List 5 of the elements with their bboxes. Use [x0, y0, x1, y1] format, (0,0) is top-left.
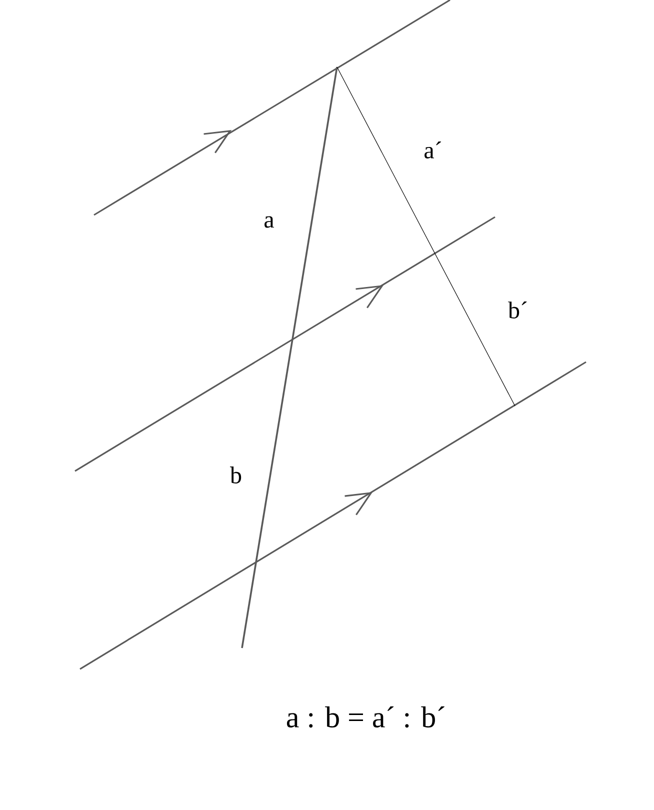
side-label: a [264, 216, 274, 228]
side-label: b [230, 466, 242, 484]
side-label: a´ [424, 142, 441, 158]
side-label: b´ [508, 302, 527, 318]
proportion-equation: a : b = a´ : b´ [286, 706, 444, 728]
